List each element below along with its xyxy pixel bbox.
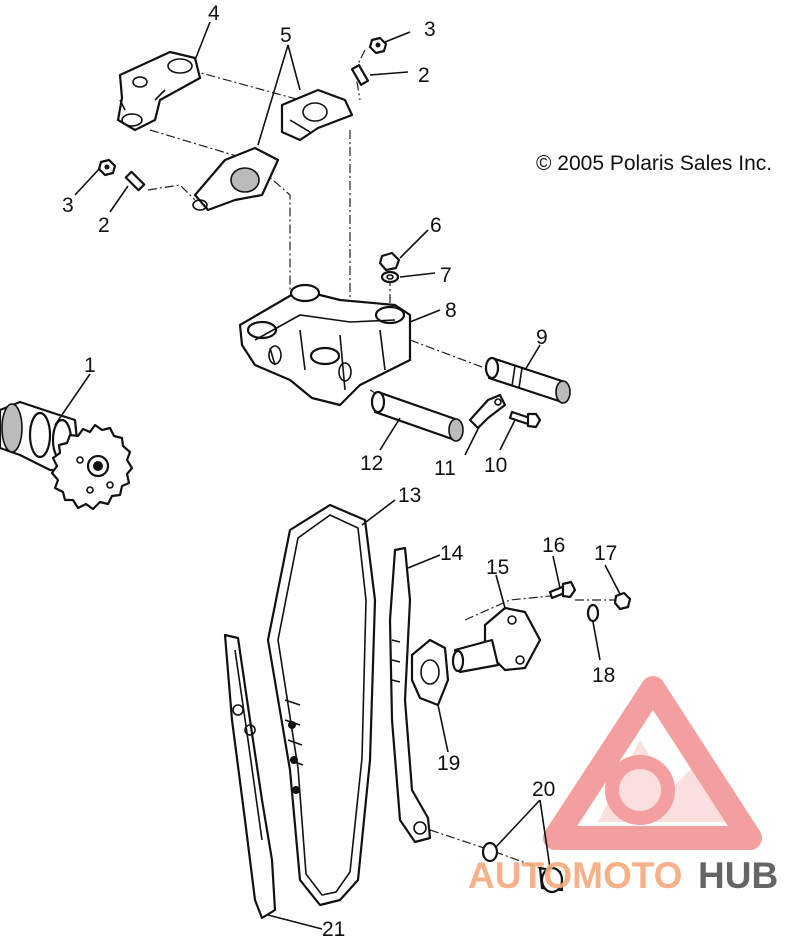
callout-19: 19 <box>437 752 460 775</box>
adjuster-screw-upper-part-2 <box>350 64 370 86</box>
callout-2-upper: 2 <box>418 64 430 87</box>
cam-chain-part-13 <box>266 503 377 907</box>
callout-14: 14 <box>440 542 464 565</box>
tensioner-bolt-part-16 <box>548 580 577 600</box>
rocker-shaft-part-12 <box>370 390 464 442</box>
callout-15: 15 <box>486 556 509 579</box>
guide-bolt-part-20 <box>481 841 564 894</box>
rocker-carrier-part-8 <box>238 283 412 407</box>
rocker-shaft-part-9 <box>484 356 571 404</box>
callout-6: 6 <box>430 214 442 237</box>
callout-8: 8 <box>445 299 457 322</box>
bolt-part-6 <box>378 251 401 272</box>
washer-part-7 <box>380 270 400 284</box>
callout-16: 16 <box>542 534 565 557</box>
copyright-notice: © 2005 Polaris Sales Inc. <box>536 152 772 175</box>
watermark-prefix: AUTOMOTO <box>468 855 682 896</box>
callout-10: 10 <box>484 454 507 477</box>
watermark-text: AUTOMOTO HUB <box>468 855 778 896</box>
callout-9: 9 <box>536 326 548 349</box>
lock-nut-lower-part-3 <box>97 158 117 177</box>
shaft-retainer-part-11 <box>468 393 507 430</box>
chain-guide-part-21 <box>223 633 277 920</box>
callout-18: 18 <box>592 664 615 687</box>
tensioner-blade-part-14 <box>388 546 432 844</box>
lock-nut-upper-part-3 <box>368 36 388 55</box>
callout-7: 7 <box>440 264 452 287</box>
cam-sprocket-part-1 <box>50 423 134 511</box>
callout-3-lower: 3 <box>62 194 74 217</box>
tensioner-gasket-part-19 <box>410 638 450 707</box>
callout-2-lower: 2 <box>98 214 110 237</box>
rocker-arm-upper-part-5 <box>280 88 354 142</box>
plug-bolt-part-17 <box>613 591 632 611</box>
callout-1: 1 <box>84 354 96 377</box>
callout-4: 4 <box>208 2 220 25</box>
callout-17: 17 <box>594 542 617 565</box>
callout-21: 21 <box>322 918 345 939</box>
watermark-suffix: HUB <box>698 855 778 896</box>
watermark-logo <box>543 676 762 850</box>
o-ring-part-18 <box>586 603 600 623</box>
rocker-plate-part-4 <box>116 50 202 132</box>
callout-3-upper: 3 <box>424 18 436 41</box>
callout-11: 11 <box>434 457 456 480</box>
retainer-bolt-part-10 <box>508 410 542 429</box>
callout-12: 12 <box>360 452 383 475</box>
callout-5: 5 <box>280 24 292 47</box>
callout-13: 13 <box>398 484 421 507</box>
callout-leader-lines <box>54 21 621 930</box>
chain-tensioner-part-15 <box>451 606 542 674</box>
rocker-arm-lower-part-5 <box>192 146 280 212</box>
callout-labels: 4 5 3 2 3 2 6 7 8 9 1 12 11 10 13 14 15 … <box>62 2 617 939</box>
callout-20: 20 <box>532 778 555 801</box>
adjuster-screw-lower-part-2 <box>124 170 146 192</box>
